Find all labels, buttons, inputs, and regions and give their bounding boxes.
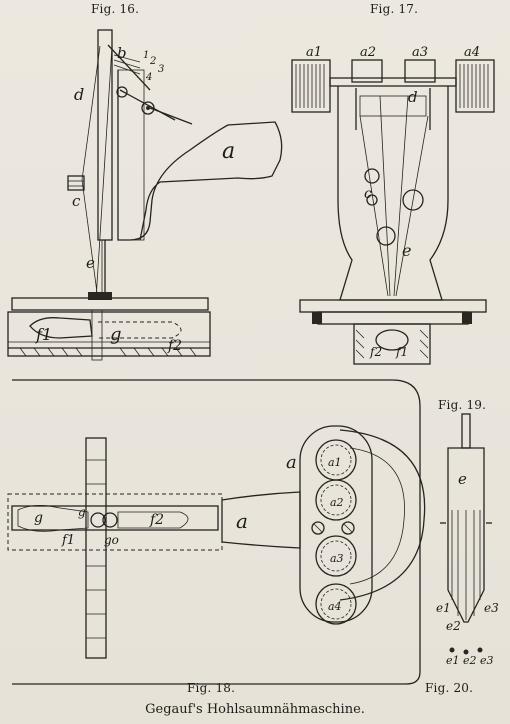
fig17-letter-a1: a1 [306, 45, 322, 60]
fig16-letter-a: a [222, 139, 235, 164]
fig17-letter-d: d [408, 88, 418, 106]
fig18-letter-g2: g [78, 505, 86, 519]
fig17-shuttle-box [353, 323, 431, 365]
fig16-num-3: 3 [158, 64, 164, 75]
fig16-num-2: 2 [149, 56, 156, 67]
fig18-letter-f2: f2 [149, 512, 164, 528]
fig19-label: Fig. 19. [438, 398, 487, 412]
fig17-letter-c: c [364, 186, 372, 202]
fig18-letter-f1: f1 [61, 533, 75, 548]
fig19-letter-e1: e1 [436, 601, 451, 615]
fig18-spool-a2 [315, 479, 357, 521]
fig18-letter-a3: a3 [330, 552, 344, 565]
fig16-num-4: 4 [145, 72, 152, 83]
fig18-letter-g: g [34, 510, 43, 526]
fig20-letters: e1 e2 e3 [446, 654, 494, 667]
fig17-letter-f2: f2 [369, 345, 382, 359]
fig16-letter-g: g [110, 324, 122, 345]
fig18-letter-a: a [286, 452, 297, 473]
fig19-letter-e2: e2 [446, 619, 461, 633]
fig18-letter-a1: a1 [328, 456, 342, 469]
fig17-letter-a2: a2 [360, 45, 376, 60]
fig17-letter-a4: a4 [464, 45, 480, 60]
fig18-spool-a3 [315, 535, 357, 577]
fig18-letter-a-arm: a [236, 509, 248, 533]
fig18-frame [12, 379, 421, 685]
fig18-letter-a4: a4 [328, 600, 342, 613]
fig16-letter-e: e [86, 254, 95, 272]
fig17-label: Fig. 17. [370, 2, 419, 16]
fig16-label: Fig. 16. [91, 2, 140, 16]
fig17-letter-a3: a3 [412, 45, 428, 60]
fig16-letter-f2: f2 [167, 338, 182, 354]
fig19-needle-group [447, 447, 485, 623]
fig17-letter-f1: f1 [395, 345, 408, 359]
fig16-letter-c: c [72, 192, 81, 210]
page-caption: Gegauf's Hohlsaumnähmaschine. [145, 702, 365, 717]
fig18-letter-go: go [104, 533, 119, 547]
fig20-label: Fig. 20. [425, 681, 474, 695]
fig16-arm-head [117, 70, 283, 241]
fig16-letter-b: b [117, 44, 127, 62]
fig19-letter-e3: e3 [484, 601, 499, 615]
fig18-spool-a4 [315, 583, 357, 625]
fig19-letter-e: e [458, 470, 467, 488]
fig16-letter-d: d [74, 85, 84, 104]
fig18-letter-a2: a2 [330, 496, 344, 509]
fig16-num-1: 1 [143, 50, 149, 61]
fig17-letter-e: e [402, 241, 411, 260]
fig18-spool-plate [299, 425, 373, 623]
fig16-base [7, 311, 211, 357]
fig16-letter-f1: f1 [35, 325, 52, 344]
